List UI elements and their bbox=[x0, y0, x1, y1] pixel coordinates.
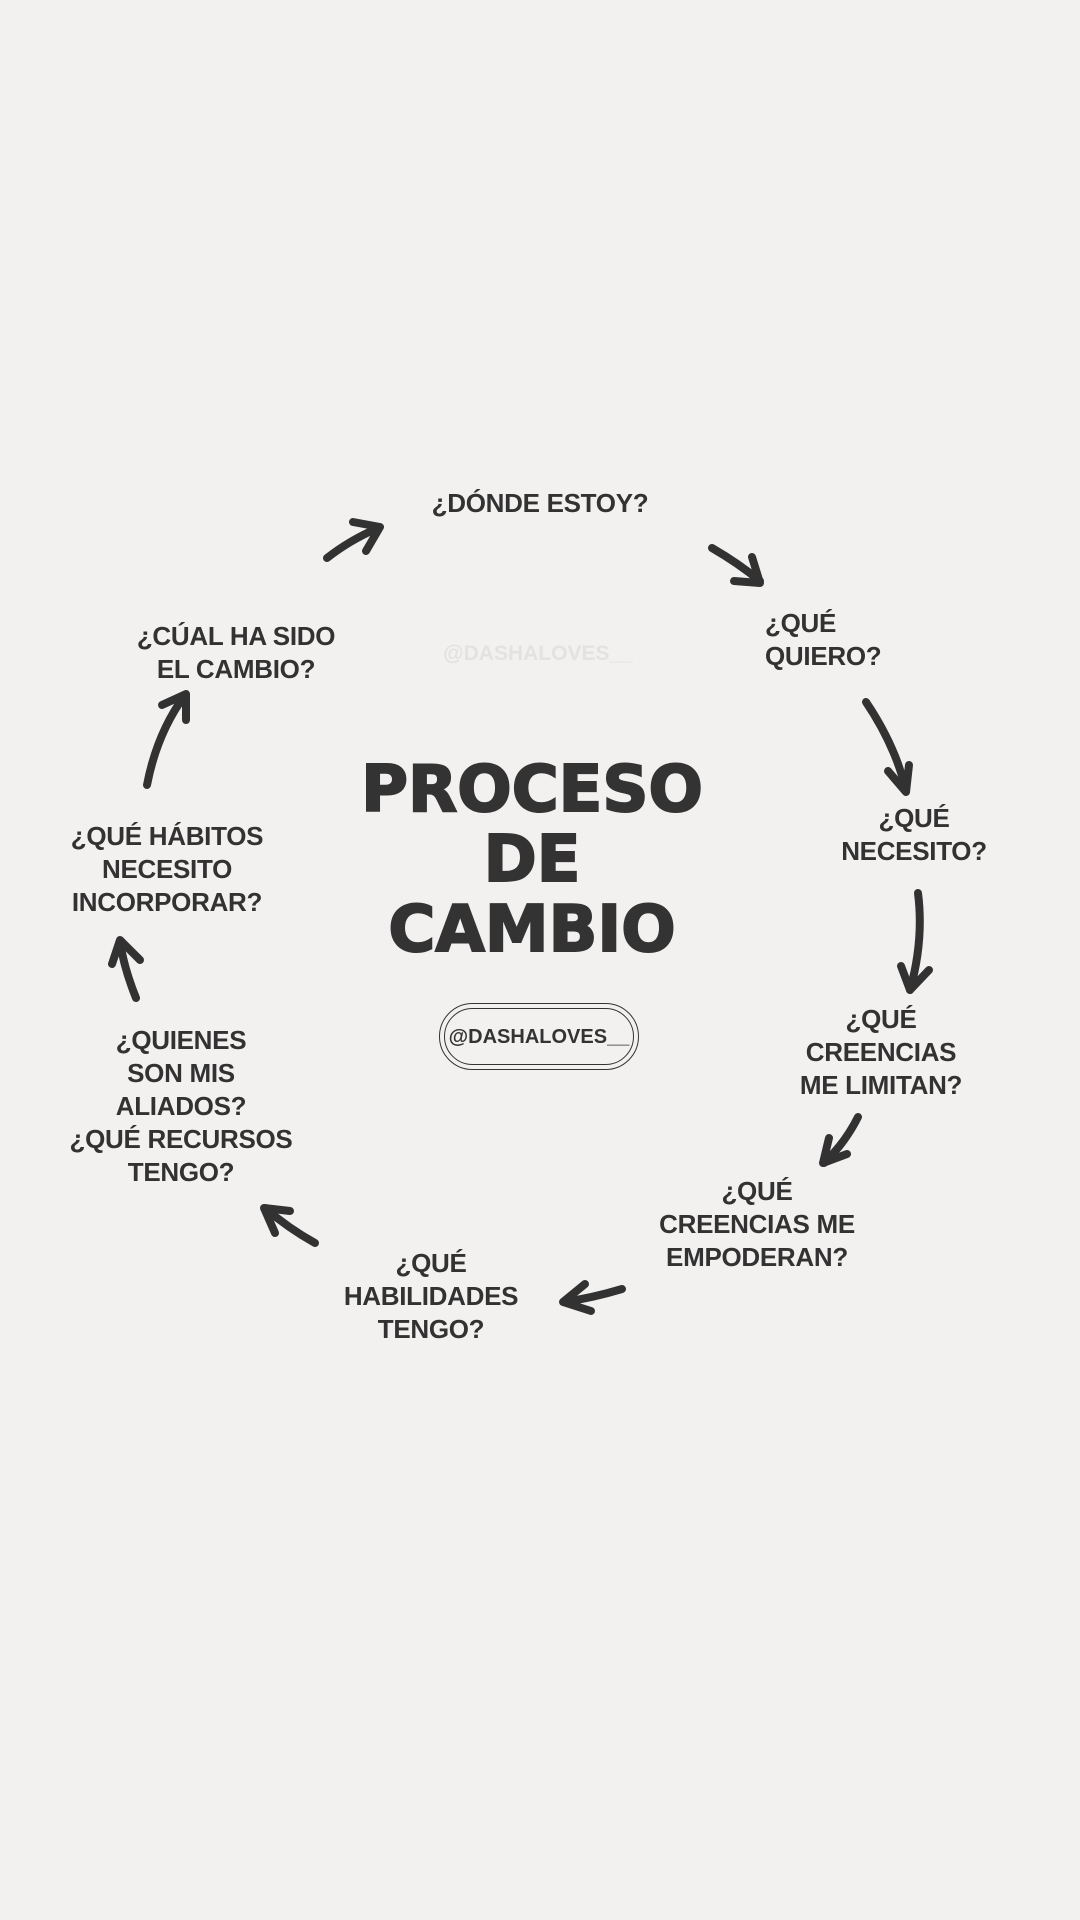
main-title: PROCESO DE CAMBIO bbox=[360, 753, 704, 967]
step-habilidades: ¿QUÉ HABILIDADES TENGO? bbox=[343, 1247, 519, 1346]
step-line: ¿QUÉ bbox=[721, 1176, 793, 1206]
step-donde-estoy: ¿DÓNDE ESTOY? bbox=[432, 487, 649, 520]
arrow-icon bbox=[819, 1113, 862, 1167]
watermark-handle: @DASHALOVES__ bbox=[443, 642, 633, 665]
step-line: EMPODERAN? bbox=[666, 1242, 848, 1272]
step-que-necesito: ¿QUÉ NECESITO? bbox=[841, 802, 987, 868]
step-line: ALIADOS? bbox=[115, 1091, 247, 1121]
step-que-quiero: ¿QUÉ QUIERO? bbox=[765, 607, 882, 673]
arrow-icon bbox=[897, 889, 933, 994]
step-line: CREENCIAS ME bbox=[659, 1209, 855, 1239]
arrow-icon bbox=[143, 690, 190, 789]
step-line: ¿QUÉ RECURSOS bbox=[69, 1124, 293, 1154]
step-line: QUIERO? bbox=[765, 641, 882, 671]
arrow-icon bbox=[559, 1280, 626, 1315]
step-line: HABILIDADES bbox=[343, 1281, 519, 1311]
step-creencias-empoderan: ¿QUÉ CREENCIAS ME EMPODERAN? bbox=[659, 1175, 855, 1274]
step-line: TENGO? bbox=[377, 1314, 485, 1344]
step-line: ME LIMITAN? bbox=[799, 1070, 963, 1100]
step-line: ¿QUÉ bbox=[878, 803, 950, 833]
step-line: ¿QUÉ bbox=[845, 1004, 917, 1034]
arrow-icon bbox=[708, 544, 764, 587]
step-aliados-recursos: ¿QUIENES SON MIS ALIADOS? ¿QUÉ RECURSOS … bbox=[70, 1024, 293, 1189]
step-habitos: ¿QUÉ HÁBITOS NECESITO INCORPORAR? bbox=[70, 820, 264, 919]
step-line: NECESITO bbox=[101, 854, 233, 884]
handle-text: @DASHALOVES__ bbox=[448, 1026, 630, 1048]
title-line: PROCESO bbox=[360, 753, 704, 827]
step-line: ¿QUÉ bbox=[395, 1248, 467, 1278]
step-line: TENGO? bbox=[127, 1157, 235, 1187]
arrow-icon bbox=[862, 698, 913, 796]
step-creencias-limitan: ¿QUÉ CREENCIAS ME LIMITAN? bbox=[799, 1003, 963, 1102]
title-line: CAMBIO bbox=[387, 893, 676, 967]
arrow-icon bbox=[108, 936, 144, 1002]
step-line: ¿DÓNDE ESTOY? bbox=[431, 488, 649, 518]
step-line: ¿QUÉ bbox=[765, 608, 837, 638]
arrow-icon bbox=[323, 518, 384, 562]
step-line: CREENCIAS bbox=[805, 1037, 957, 1067]
step-line: SON MIS bbox=[127, 1058, 235, 1088]
step-line: ¿QUÉ HÁBITOS bbox=[70, 821, 264, 851]
title-line: DE bbox=[483, 823, 582, 897]
step-line: NECESITO? bbox=[841, 836, 987, 866]
step-cambio: ¿CÚAL HA SIDO EL CAMBIO? bbox=[136, 620, 336, 686]
handle-badge: @DASHALOVES__ bbox=[439, 1003, 639, 1070]
step-line: ¿QUIENES bbox=[115, 1025, 247, 1055]
arrow-icon bbox=[260, 1204, 319, 1247]
step-line: EL CAMBIO? bbox=[156, 654, 316, 684]
step-line: INCORPORAR? bbox=[71, 887, 263, 917]
step-line: ¿CÚAL HA SIDO bbox=[136, 621, 336, 651]
